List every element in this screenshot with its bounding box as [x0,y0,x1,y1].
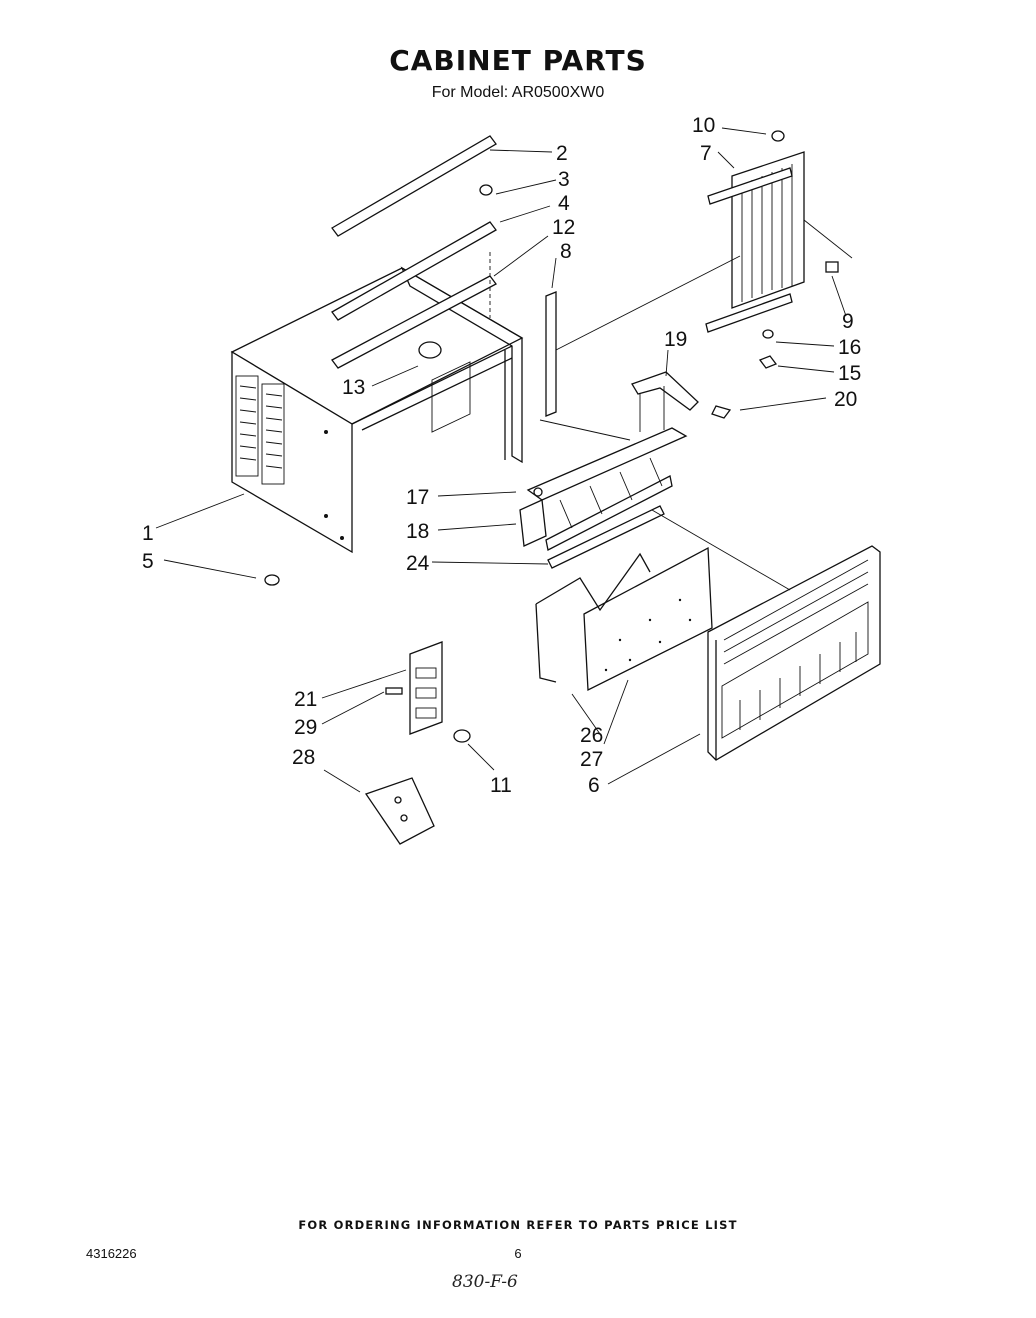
callout-19: 19 [664,328,687,351]
handwritten-note: 830-F-6 [452,1272,518,1292]
callout-2: 2 [556,142,568,165]
shroud-assembly-17-18 [519,427,688,551]
callout-15: 15 [838,362,861,385]
assembly-guide-lines [489,219,853,591]
callout-21: 21 [294,688,317,711]
rail-4 [331,221,497,321]
front-panel-6 [707,545,881,761]
page-number: 6 [514,1246,522,1261]
callout-17: 17 [406,486,429,509]
callout-16: 16 [838,336,861,359]
control-panel-21 [409,641,443,735]
rail-24 [547,505,665,569]
callout-13: 13 [342,376,365,399]
rear-grille-7 [705,151,805,333]
clip-9 [825,261,839,273]
page-title: CABINET PARTS [389,44,647,77]
mounting-bracket-28 [364,777,435,845]
screw-10 [771,130,785,142]
top-rail-2 [331,135,497,237]
callout-27: 27 [580,748,603,771]
document-number: 4316226 [86,1246,137,1261]
callout-11: 11 [490,774,512,797]
callout-9: 9 [842,310,854,333]
ordering-note: FOR ORDERING INFORMATION REFER TO PARTS … [298,1218,738,1232]
callout-24: 24 [406,552,430,575]
callout-labels: 1 2 3 4 5 6 7 8 9 10 11 12 13 15 16 17 1… [142,114,861,797]
callout-28: 28 [292,746,315,769]
screw-16 [762,329,774,339]
washer-15 [758,355,778,369]
callout-4: 4 [558,192,570,215]
cabinet-shell [230,266,524,554]
callout-10: 10 [692,114,715,137]
rail-12 [331,275,497,369]
cabinet-louvers [235,375,285,485]
callout-5: 5 [142,550,154,573]
callout-20: 20 [834,388,857,411]
clip-20 [711,405,732,419]
model-subtitle: For Model: AR0500XW0 [431,84,605,101]
leader-lines [155,127,847,793]
callout-1: 1 [142,522,154,545]
wire-frame-26 [535,552,651,683]
callout-6: 6 [588,774,600,797]
screw-3 [479,184,493,196]
plug-13 [418,341,442,359]
knob-11 [453,729,471,743]
callout-12: 12 [552,216,575,239]
callout-3: 3 [558,168,570,191]
callout-29: 29 [294,716,317,739]
callout-8: 8 [560,240,572,263]
part-29 [385,687,403,695]
bracket-19 [631,371,699,432]
vertical-strip-8 [545,291,557,417]
screw-5 [264,574,280,586]
callout-7: 7 [700,142,712,165]
callout-18: 18 [406,520,429,543]
callout-26: 26 [580,724,603,747]
filter-27 [583,546,713,692]
